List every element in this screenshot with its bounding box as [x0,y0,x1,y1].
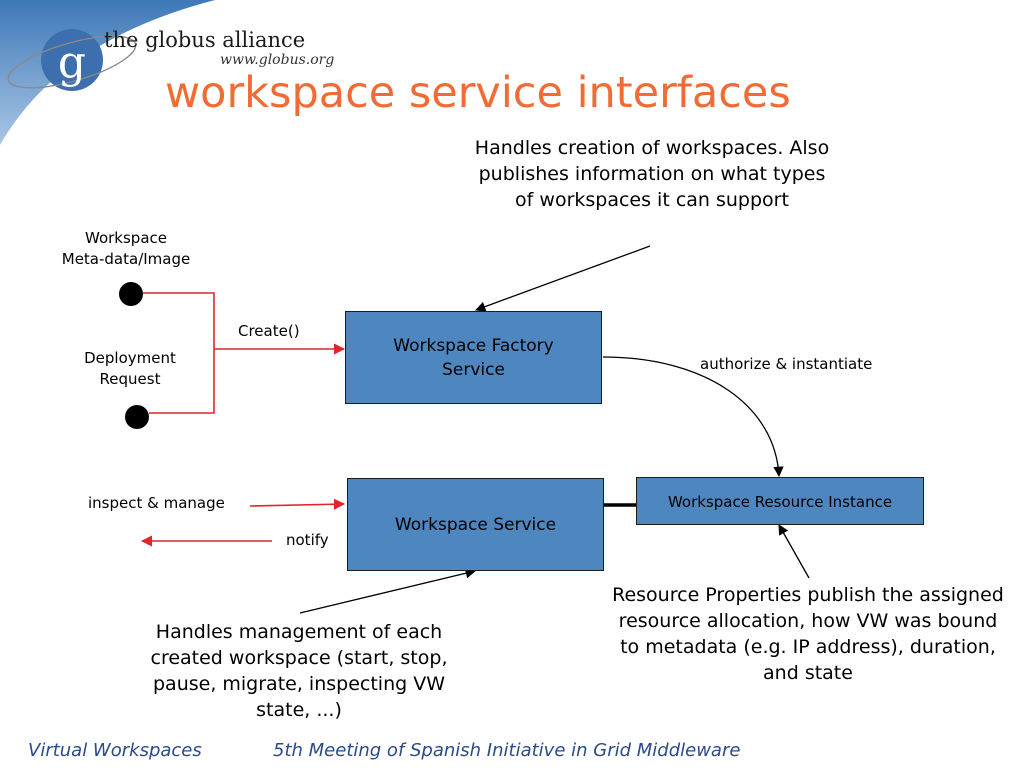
workspace-factory-service-box: Workspace Factory Service [345,311,602,404]
resource-note-pointer [778,524,810,579]
inspect-label: inspect & manage [88,494,225,512]
globus-logo: g [7,29,137,91]
logo-letter: g [58,37,86,88]
service-box-label: Workspace Service [394,514,557,535]
metadata-label-line-1: Workspace [85,229,167,247]
service-description: Handles management of each created works… [150,621,448,721]
workspace-service-box: Workspace Service [347,478,604,571]
deployment-input-dot [125,405,149,429]
resource-box-label: Workspace Resource Instance [667,493,893,511]
create-label: Create() [238,322,300,340]
service-note-pointer [299,568,477,614]
deployment-input-label: Deployment Request [60,348,200,390]
brand-url: www.globus.org [220,52,335,68]
factory-box-label: Workspace Factory Service [393,335,554,380]
deployment-label-line-2: Request [99,370,161,388]
page-title: workspace service interfaces [165,68,791,118]
resource-description: Resource Properties publish the assigned… [612,584,1004,684]
authorize-arrow [602,356,784,478]
create-connector [143,292,215,414]
workspace-resource-instance-box: Workspace Resource Instance [636,477,924,525]
brand-name: the globus alliance [104,28,306,52]
footer-right: 5th Meeting of Spanish Initiative in Gri… [273,740,741,761]
inspect-arrow [249,498,346,510]
authorize-label: authorize & instantiate [700,355,873,373]
metadata-input-label: Workspace Meta-data/Image [38,228,214,270]
factory-description: Handles creation of workspaces. Also pub… [474,137,830,211]
metadata-label-line-2: Meta-data/Image [61,250,191,268]
notify-label: notify [286,531,329,549]
deployment-label-line-1: Deployment [84,349,176,367]
metadata-input-dot [119,282,143,306]
footer-left: Virtual Workspaces [28,740,202,761]
factory-note-pointer [475,245,651,312]
